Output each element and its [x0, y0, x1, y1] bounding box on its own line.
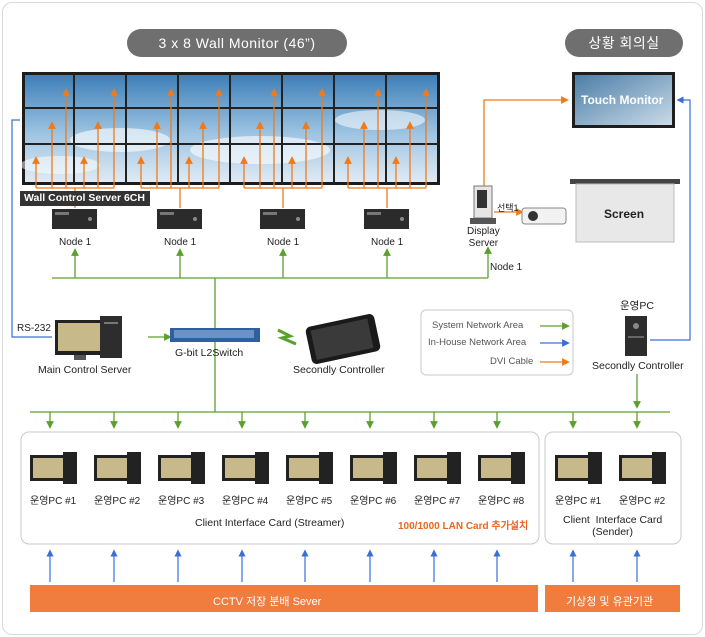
- wall-control-server-label: Wall Control Server 6CH: [24, 192, 145, 204]
- situation-room-title: 상황 회의실: [565, 29, 683, 57]
- rs232-line: [11, 119, 52, 338]
- node-server-1: [52, 209, 97, 229]
- node-server-4: [364, 209, 409, 229]
- node-label-1: Node 1: [59, 237, 92, 248]
- main-control-server-label: Main Control Server: [38, 364, 132, 376]
- cctv-bar-label: CCTV 저장 분배 Sever: [213, 596, 322, 608]
- pc-label-5: 운영PC #5: [286, 496, 333, 507]
- pc-label-right-2: 운영PC #2: [619, 496, 666, 507]
- secondly-controller-tower: [625, 316, 647, 356]
- pc-label-2: 운영PC #2: [94, 496, 141, 507]
- in-house-network-arrows: [46, 549, 641, 582]
- projection-screen: [570, 179, 680, 243]
- weather-bar-label: 기상청 및 유관기관: [566, 596, 654, 608]
- screen-label: Screen: [604, 207, 645, 221]
- cctv-bar: [30, 585, 538, 612]
- node-label-4: Node 1: [371, 237, 404, 248]
- touch-monitor-label: Touch Monitor: [581, 93, 664, 107]
- weather-bar: [545, 585, 680, 612]
- secondly-controller-label: Secondly Controller: [293, 364, 385, 376]
- rs232-label: RS-232: [17, 323, 51, 334]
- switch-label: G-bit L2Switch: [175, 347, 244, 359]
- select-label: 선택1: [497, 203, 519, 213]
- node-label-3: Node 1: [267, 237, 300, 248]
- lan-card-note: 100/1000 LAN Card 추가설치: [398, 521, 529, 532]
- wall-monitor-title: 3 x 8 Wall Monitor (46”): [127, 29, 347, 57]
- tablet-controller: [305, 314, 381, 364]
- pc-label-right-1: 운영PC #1: [555, 496, 602, 507]
- ops-pc-top-label: 운영PC: [620, 300, 654, 312]
- node-label-2: Node 1: [164, 237, 197, 248]
- node-link-label: Node 1: [490, 262, 523, 273]
- l2-switch: [170, 328, 260, 342]
- legend-box: [420, 309, 574, 376]
- dvi-cables-wall: [32, 88, 430, 208]
- pc-label-7: 운영PC #7: [414, 496, 461, 507]
- touch-monitor: [572, 72, 675, 128]
- legend-system-label: System Network Area: [432, 320, 524, 331]
- pc-label-8: 운영PC #8: [478, 496, 525, 507]
- main-control-server: [55, 316, 122, 360]
- wall-control-server-label-bg: [20, 191, 150, 206]
- link-to-touch-monitor: [650, 96, 691, 341]
- pc-label-3: 운영PC #3: [158, 496, 205, 507]
- video-wall: [20, 72, 440, 185]
- wireless-icon: [277, 328, 297, 346]
- dvi-to-touch-monitor: [483, 96, 569, 186]
- node-server-3: [260, 209, 305, 229]
- system-network-nodes: [52, 246, 492, 412]
- client-card-sender-label: Client Interface Card (Sender): [563, 514, 663, 538]
- secondly-controller-right-label: Secondly Controller: [592, 360, 684, 372]
- client-card-streamer-label: Client Interface Card (Streamer): [195, 517, 345, 529]
- projector: [521, 207, 567, 225]
- system-network-bus: [30, 411, 670, 429]
- legend-inhouse-label: In-House Network Area: [428, 337, 527, 348]
- display-server: [470, 185, 496, 224]
- display-server-label: Display Server: [467, 226, 500, 249]
- node-server-2: [157, 209, 202, 229]
- pc-label-6: 운영PC #6: [350, 496, 397, 507]
- pc-label-1: 운영PC #1: [30, 496, 77, 507]
- client-streamer-box: [20, 431, 540, 545]
- legend-dvi-label: DVI Cable: [490, 356, 534, 367]
- pc-label-4: 운영PC #4: [222, 496, 269, 507]
- pc-icons: [30, 452, 666, 484]
